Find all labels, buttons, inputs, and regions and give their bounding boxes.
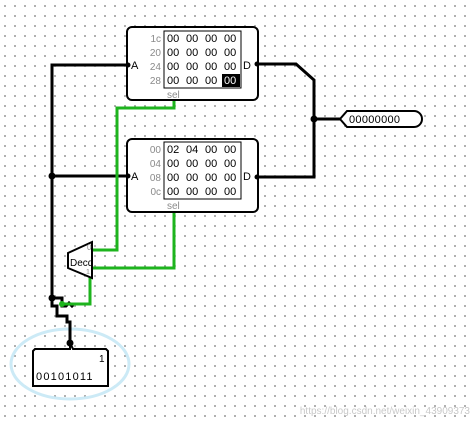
output-probe-body[interactable]: [338, 110, 423, 128]
rom-address-label: 0c: [150, 187, 161, 198]
rom-cell-value[interactable]: 00: [186, 75, 198, 87]
wire-top-rom-d: [258, 62, 316, 121]
rom-cell-value[interactable]: 00: [224, 33, 236, 45]
rom-cell-value[interactable]: 00: [224, 186, 236, 198]
rom-cell-value[interactable]: 00: [186, 172, 198, 184]
rom-cell-value[interactable]: 00: [224, 47, 236, 59]
rom-top-port-d-pin[interactable]: [254, 61, 260, 67]
rom-cell-value[interactable]: 00: [167, 33, 179, 45]
rom-bottom-sel-label: sel: [167, 201, 180, 212]
rom-cell-value[interactable]: 00: [224, 61, 236, 73]
rom-bottom-port-d: D: [243, 171, 251, 183]
rom-cell-value[interactable]: 00: [186, 186, 198, 198]
green-wire-to-top-sel: [90, 98, 176, 252]
rom-address-label: 28: [150, 76, 162, 87]
rom-cell-value[interactable]: 00: [224, 172, 236, 184]
rom-address-label: 00: [150, 145, 162, 156]
rom-cell-value[interactable]: 00: [186, 61, 198, 73]
input-pin-width: 1: [99, 354, 105, 365]
rom-cell-value[interactable]: 00: [205, 186, 217, 198]
rom-bottom-port-d-pin[interactable]: [254, 174, 260, 180]
rom-cell-value[interactable]: 00: [167, 158, 179, 170]
watermark: https://blog.csdn.net/weixin_43909373: [300, 406, 471, 417]
rom-cell-value[interactable]: 04: [186, 144, 198, 156]
rom-cell-value[interactable]: 00: [205, 47, 217, 59]
decoder[interactable]: Decd 0 1: [67, 240, 93, 280]
rom-cell-value[interactable]: 00: [167, 61, 179, 73]
rom-cell-value[interactable]: 00: [167, 172, 179, 184]
rom-cell-value[interactable]: 00: [167, 75, 179, 87]
input-pin[interactable]: 1 00101011: [32, 342, 109, 387]
rom-cell-value[interactable]: 00: [167, 47, 179, 59]
decoder-output-0: 0: [87, 243, 92, 252]
rom-cell-value[interactable]: 00: [186, 158, 198, 170]
decoder-label: Decd: [70, 258, 93, 269]
address-bus-wire: [50, 63, 69, 324]
rom-cell-highlight: [222, 74, 240, 87]
rom-top-port-d: D: [243, 60, 251, 72]
input-pin-value: 00101011: [36, 371, 94, 383]
rom-cell-value[interactable]: 00: [205, 61, 217, 73]
output-probe-value: 00000000: [349, 114, 400, 126]
rom-bottom-port-a-pin[interactable]: [125, 173, 131, 179]
rom-top[interactable]: A D sel 1c 00 00 00 00 20 00 00 00 00 24 00 00 00 00 28…: [125, 26, 260, 101]
rom-top-port-a-pin[interactable]: [125, 62, 131, 68]
rom-cell-value[interactable]: 02: [167, 144, 179, 156]
rom-bottom-grid-frame: [163, 141, 242, 200]
green-wire-decoder-input: [60, 268, 92, 306]
rom-cell-value[interactable]: 00: [224, 75, 236, 87]
wire-bottom-rom-d: [258, 117, 316, 179]
rom-cell-value[interactable]: 00: [167, 186, 179, 198]
rom-bottom-port-a: A: [131, 171, 139, 183]
rom-cell-value[interactable]: 00: [205, 172, 217, 184]
rom-top-rows: 1c 00 00 00 00 20 00 00 00 00 24 00 00 00 00 28 00 00 00 00: [150, 33, 240, 87]
green-wire-to-bottom-sel: [91, 211, 176, 270]
rom-top-sel-label: sel: [167, 90, 180, 101]
rom-cell-value[interactable]: 00: [224, 144, 236, 156]
decoder-output-1: 1: [86, 269, 90, 276]
rom-cell-value[interactable]: 00: [186, 33, 198, 45]
rom-cell-value[interactable]: 00: [205, 33, 217, 45]
output-probe[interactable]: 00000000: [338, 110, 423, 128]
rom-bottom-rows: 00 02 04 00 00 04 00 00 00 00 08 00 00 00 00 0c 00 00 00 00: [150, 144, 236, 198]
rom-cell-value[interactable]: 00: [224, 158, 236, 170]
rom-top-port-a: A: [131, 60, 139, 72]
rom-address-label: 24: [150, 62, 162, 73]
rom-address-label: 04: [150, 159, 162, 170]
rom-address-label: 08: [150, 173, 162, 184]
rom-cell-value[interactable]: 00: [205, 158, 217, 170]
wire-junctions: [48, 115, 318, 347]
rom-cell-value[interactable]: 00: [186, 47, 198, 59]
rom-address-label: 1c: [150, 34, 161, 45]
rom-cell-value[interactable]: 00: [205, 75, 217, 87]
decoder-body[interactable]: [67, 240, 93, 280]
green-wires[interactable]: [60, 98, 176, 306]
rom-cell-value[interactable]: 00: [205, 144, 217, 156]
rom-bottom[interactable]: A D sel 00 02 04 00 00 04 00 00 00 00 08 00 00 00 00 0c…: [125, 138, 260, 213]
input-pin-body[interactable]: [32, 342, 109, 387]
rom-address-label: 20: [150, 48, 162, 59]
